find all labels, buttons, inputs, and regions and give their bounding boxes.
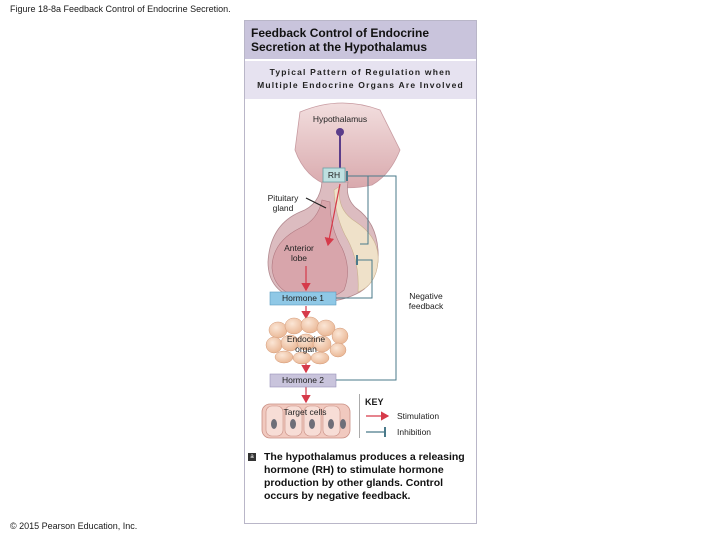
subtitle-line-2: Multiple Endocrine Organs Are Involved xyxy=(257,80,464,90)
negative-feedback-line-1: Negative xyxy=(409,291,443,301)
negative-feedback-label: Negative feedback xyxy=(398,291,454,311)
target-cells-group xyxy=(261,403,351,439)
hypothalamus-shape xyxy=(294,102,401,189)
panel-subtitle: Typical Pattern of Regulation when Multi… xyxy=(245,66,476,92)
figure-description: The hypothalamus produces a releasing ho… xyxy=(264,451,465,502)
anterior-lobe-label: Anterior lobe xyxy=(274,243,324,263)
figure-caption: Figure 18-8a Feedback Control of Endocri… xyxy=(10,4,231,14)
pituitary-label: Pituitary gland xyxy=(258,193,308,213)
hormone1-label: Hormone 1 xyxy=(281,293,325,303)
pituitary-pointer xyxy=(305,197,327,209)
endocrine-organ-line-1: Endocrine xyxy=(286,334,326,344)
title-line-1: Feedback Control of Endocrine xyxy=(251,26,430,40)
pituitary-label-line-2: gland xyxy=(272,203,294,213)
key-stimulation-label: Stimulation xyxy=(397,411,440,421)
neuron-body xyxy=(336,128,344,136)
negative-feedback-line-2: feedback xyxy=(408,301,444,311)
stim-arrow-portal xyxy=(324,183,341,247)
panel-badge: a xyxy=(248,453,256,461)
negative-feedback-lines xyxy=(336,175,397,381)
key-box xyxy=(359,394,360,438)
subtitle-line-1: Typical Pattern of Regulation when xyxy=(269,67,452,77)
target-cells-label: Target cells xyxy=(283,407,327,417)
anterior-lobe-label-line-2: lobe xyxy=(290,253,308,263)
pituitary-label-line-1: Pituitary xyxy=(267,193,299,203)
panel-title: Feedback Control of Endocrine Secretion … xyxy=(251,26,429,54)
endocrine-organ-label: Endocrine organ xyxy=(278,334,334,354)
hypothalamus-label: Hypothalamus xyxy=(312,114,368,124)
key-title: KEY xyxy=(365,397,384,407)
key-inhibition-label: Inhibition xyxy=(397,427,432,437)
posterior-lobe-shape xyxy=(333,185,379,293)
anterior-lobe-label-line-1: Anterior xyxy=(284,243,314,253)
subtitle-box: Typical Pattern of Regulation when Multi… xyxy=(245,61,476,99)
rh-box xyxy=(322,167,346,183)
title-line-2: Secretion at the Hypothalamus xyxy=(251,40,428,54)
hormone2-label: Hormone 2 xyxy=(281,375,325,385)
figure-panel: Feedback Control of Endocrine Secretion … xyxy=(244,20,477,524)
copyright-notice: © 2015 Pearson Education, Inc. xyxy=(10,521,138,531)
rh-label: RH xyxy=(327,170,341,180)
title-box: Feedback Control of Endocrine Secretion … xyxy=(245,21,476,59)
endocrine-organ-line-2: organ xyxy=(295,344,317,354)
endocrine-organ-cluster xyxy=(265,316,349,365)
